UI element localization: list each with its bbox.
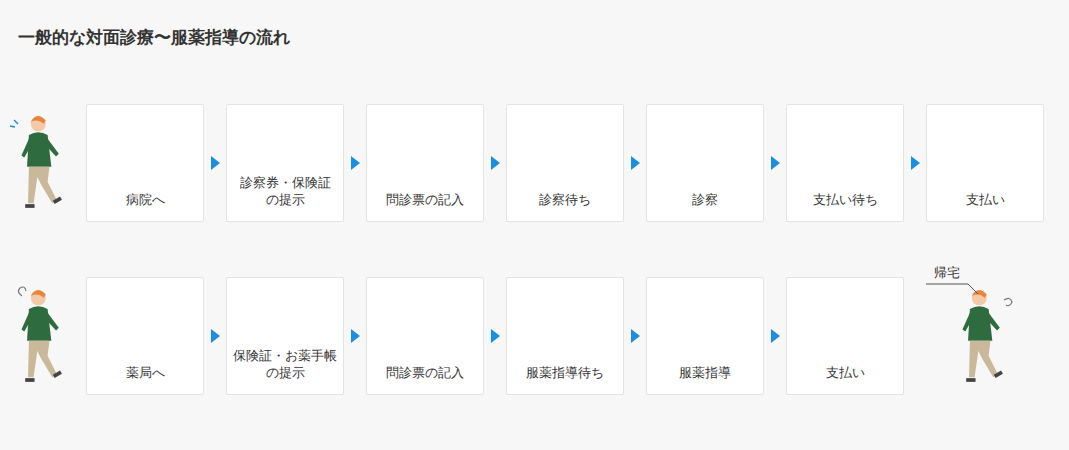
arrow-head <box>351 329 360 343</box>
arrow-head <box>771 156 780 170</box>
process-box: 服薬指導 <box>646 277 764 395</box>
step-label: 問診票の記入 <box>386 192 464 209</box>
arrow-head <box>211 156 220 170</box>
arrow-head <box>631 156 640 170</box>
leader-line <box>926 284 978 294</box>
step-label: 問診票の記入 <box>386 365 464 382</box>
flow-arrow <box>904 156 926 170</box>
step-label: 支払い待ち <box>813 192 878 209</box>
process-box: 薬局へ <box>86 277 204 395</box>
arrow-head <box>351 156 360 170</box>
process-box: 問診票の記入 <box>366 104 484 222</box>
arrow-head <box>491 156 500 170</box>
step-label: 病院へ <box>126 192 165 209</box>
step-label: 薬局へ <box>126 365 165 382</box>
flow-arrow <box>764 156 786 170</box>
process-box: 診察 <box>646 104 764 222</box>
step-label: 診察 <box>692 192 718 209</box>
step-label: 保険証・お薬手帳 の提示 <box>232 348 338 382</box>
flow-arrow <box>624 156 646 170</box>
process-box: 服薬指導待ち <box>506 277 624 395</box>
step-label: 支払い <box>966 192 1005 209</box>
flow-arrow <box>344 329 366 343</box>
step-label: 服薬指導待ち <box>526 365 604 382</box>
arrow-head <box>211 329 220 343</box>
flow-arrow <box>624 329 646 343</box>
process-box: 支払い待ち <box>786 104 904 222</box>
process-box: 支払い <box>786 277 904 395</box>
flow-arrow <box>344 156 366 170</box>
step-label: 支払い <box>826 365 865 382</box>
flow-arrow <box>764 329 786 343</box>
arrow-head <box>631 329 640 343</box>
process-box: 問診票の記入 <box>366 277 484 395</box>
flow-arrow <box>484 156 506 170</box>
process-box: 支払い <box>926 104 1044 222</box>
flow-arrow <box>484 329 506 343</box>
arrow-head <box>911 156 920 170</box>
process-box: 病院へ <box>86 104 204 222</box>
flow-arrow <box>204 329 226 343</box>
step-label: 服薬指導 <box>679 365 731 382</box>
arrow-head <box>771 329 780 343</box>
process-box: 診察待ち <box>506 104 624 222</box>
arrow-head <box>491 329 500 343</box>
process-box: 診察券・保険証 の提示 <box>226 104 344 222</box>
process-box: 保険証・お薬手帳 の提示 <box>226 277 344 395</box>
flow-arrow <box>204 156 226 170</box>
step-label: 診察待ち <box>539 192 591 209</box>
note-label: 帰宅 <box>932 264 962 282</box>
step-label: 診察券・保険証 の提示 <box>232 175 338 209</box>
diagram-title: 一般的な対面診療〜服薬指導の流れ <box>18 26 290 49</box>
